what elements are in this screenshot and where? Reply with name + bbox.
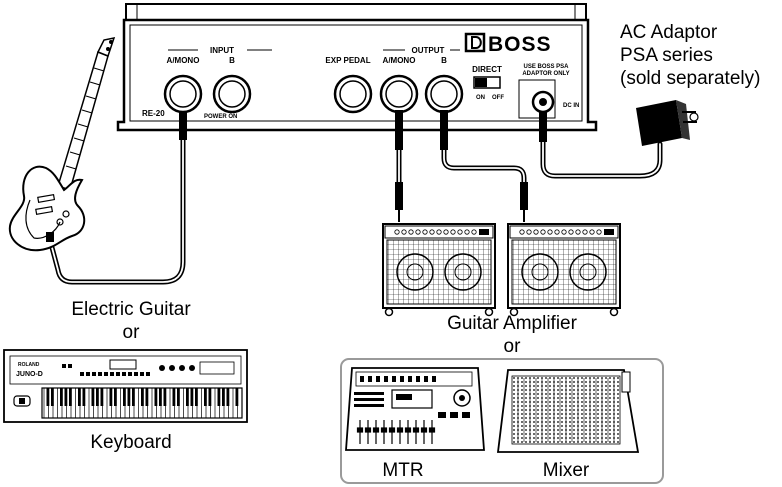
direct-off-label: OFF <box>492 95 504 101</box>
direct-switch[interactable] <box>473 76 501 89</box>
direct-on-label: ON <box>476 95 485 101</box>
amplifier-label: Guitar Amplifier <box>447 313 578 334</box>
mixer-label: Mixer <box>543 460 590 481</box>
output-label: OUTPUT <box>412 46 445 55</box>
adaptor-note-1: USE BOSS PSA <box>523 64 569 70</box>
adaptor-label-line3: (sold separately) <box>620 68 760 89</box>
guitar-label: Electric Guitar <box>71 299 191 320</box>
keyboard-label: Keyboard <box>90 432 171 453</box>
input-label: INPUT <box>210 46 234 55</box>
mtr-label: MTR <box>382 460 423 481</box>
svg-text:ROLAND: ROLAND <box>18 362 40 368</box>
dc-in-label: DC IN <box>563 103 579 109</box>
input-section: INPUT A/MONO B <box>167 46 272 65</box>
input-b-jack[interactable] <box>212 74 252 114</box>
power-on-label: POWER ON <box>204 114 237 120</box>
amplifier-or-label: or <box>504 336 522 357</box>
output-b-jack[interactable] <box>424 74 464 114</box>
direct-label: DIRECT <box>472 65 502 74</box>
output-a-label: A/MONO <box>383 56 416 65</box>
guitar-or-label: or <box>123 322 141 343</box>
exp-pedal-jack[interactable] <box>333 74 373 114</box>
input-a-jack[interactable] <box>163 74 203 114</box>
adaptor-label-line1: AC Adaptor <box>620 22 718 43</box>
output-section: OUTPUT A/MONO B <box>383 46 460 65</box>
mtr-mixer-group-box <box>340 358 664 484</box>
ac-adaptor-icon <box>636 100 699 146</box>
plugs <box>179 110 547 222</box>
cables <box>47 135 663 285</box>
exp-pedal-label: EXP PEDAL <box>325 56 370 65</box>
input-a-label: A/MONO <box>167 56 200 65</box>
boss-logo-text: BOSS <box>488 33 552 56</box>
keyboard-brand-label: JUNO-D <box>16 371 43 378</box>
adaptor-note-2: ADAPTOR ONLY <box>522 71 569 77</box>
mtr-icon <box>345 367 485 451</box>
model-label: RE-20 <box>142 109 165 118</box>
dc-in-jack[interactable] <box>531 90 555 114</box>
guitar-amplifier-left <box>382 223 496 317</box>
adaptor-label-line2: PSA series <box>620 45 713 66</box>
output-a-jack[interactable] <box>379 74 419 114</box>
mixer-icon <box>496 369 640 453</box>
boss-logo: BOSS <box>464 32 552 56</box>
keyboard-icon: ROLAND JUNO-D <box>3 349 248 423</box>
input-b-label: B <box>229 56 235 65</box>
electric-guitar-icon <box>8 37 116 252</box>
output-b-label: B <box>441 56 447 65</box>
guitar-amplifier-right <box>507 223 621 317</box>
